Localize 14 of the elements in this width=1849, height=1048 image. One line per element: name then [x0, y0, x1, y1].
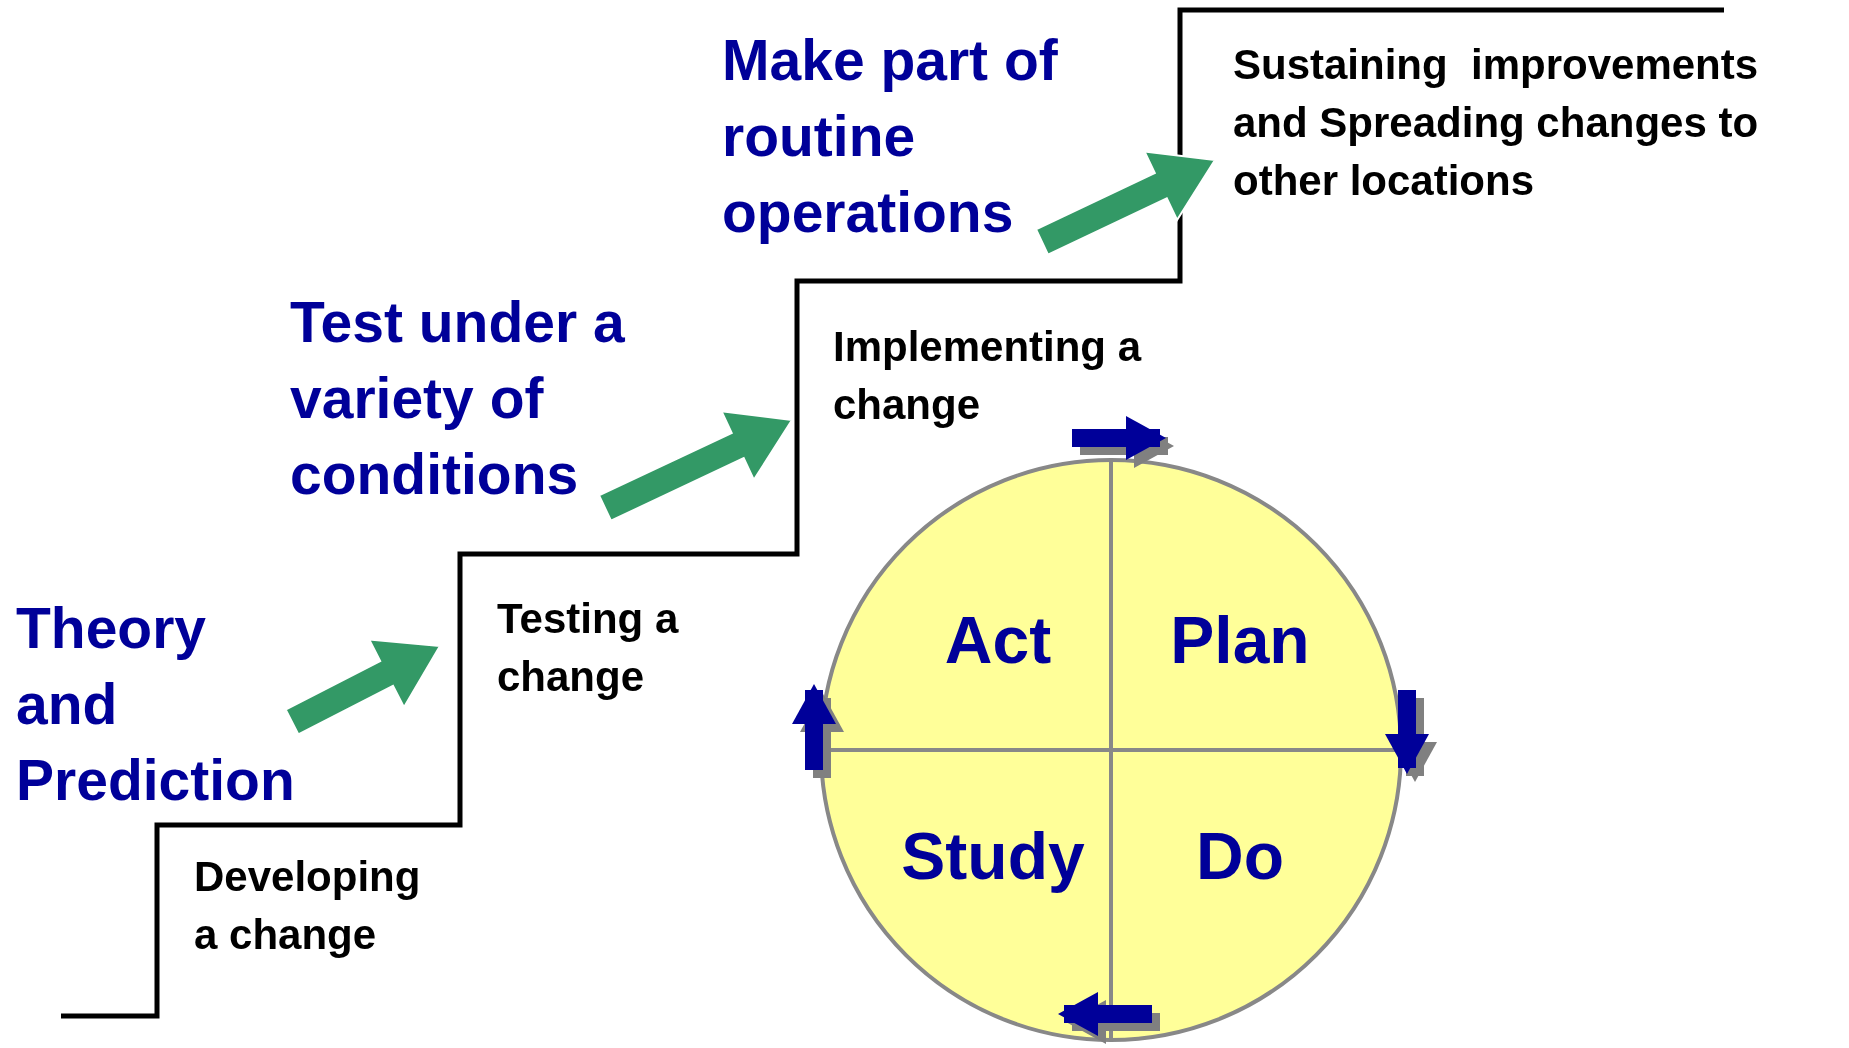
quadrant-label: Act	[883, 602, 1113, 678]
step-label: Developing a change	[194, 848, 444, 964]
step-label: Implementing a change	[780, 318, 1173, 434]
stage-heading: Make part of routine operations	[722, 22, 1082, 250]
block-arrow	[1034, 150, 1217, 257]
stage-heading: Theory and Prediction	[16, 590, 306, 818]
quadrant-label: Study	[863, 818, 1123, 894]
stage-heading: Test under a variety of conditions	[290, 284, 650, 512]
block-arrow	[597, 410, 794, 523]
quadrant-label: Plan	[1125, 602, 1355, 678]
step-label: Testing a change	[425, 590, 697, 706]
quadrant-label: Do	[1125, 818, 1355, 894]
block-arrow	[284, 638, 442, 736]
step-label: Sustaining improvements and Spreading changes to other locations	[1200, 36, 1803, 210]
